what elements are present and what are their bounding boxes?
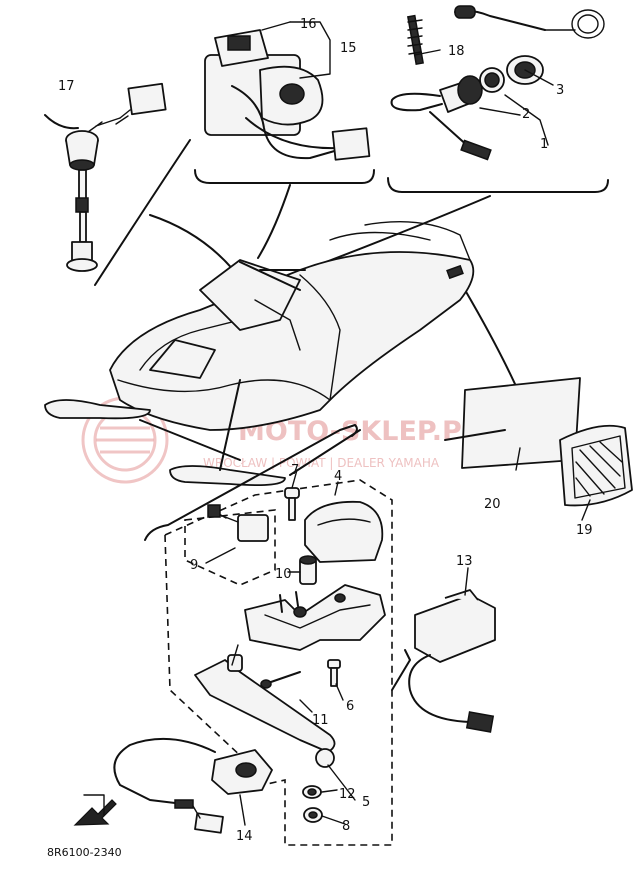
callout-16: 16: [300, 17, 317, 32]
callout-13: 13: [456, 554, 473, 569]
part-cover-4: [304, 500, 384, 563]
part-washer-8: [303, 807, 323, 823]
part-key-switch: [390, 5, 605, 161]
bracket-switch-group: [387, 177, 609, 193]
callout-leaders: [205, 21, 591, 826]
part-bolt-7: [284, 487, 300, 521]
callout-15: 15: [340, 41, 357, 56]
callout-10: 10: [275, 567, 292, 582]
part-lever-11: [194, 644, 336, 768]
snowmobile-body: [44, 221, 475, 487]
callout-2: 2: [522, 107, 530, 122]
bracket-cdi-group: [194, 169, 375, 184]
part-cdi-unit: [204, 29, 371, 161]
callout-12: 12: [339, 787, 356, 802]
callout-20: 20: [484, 497, 501, 512]
part-switch-9: [207, 504, 269, 542]
front-arrow-icon: [73, 794, 117, 826]
part-reflector: [444, 377, 633, 507]
watermark-subtext: WROCŁAW | POWIAT | DEALER YAMAHA: [203, 456, 440, 470]
part-lever-bracket: [244, 584, 386, 651]
part-main-switch: [44, 82, 167, 272]
part-screw: [260, 671, 301, 689]
callout-17: 17: [58, 79, 75, 94]
callout-18: 18: [448, 44, 465, 59]
diagram-code: 8R6100-2340: [47, 846, 122, 859]
callouts: 1 2 3 4 5 6 7 8 9 10 11 12 13 14 15 16 1…: [58, 17, 593, 844]
callout-9: 9: [190, 558, 198, 573]
callout-5: 5: [362, 795, 370, 810]
part-relay-13: [391, 589, 496, 733]
part-throttle-14: [113, 737, 273, 834]
callout-14: 14: [236, 829, 253, 844]
callout-6: 6: [346, 699, 354, 714]
callout-3: 3: [556, 83, 564, 98]
callout-1: 1: [540, 137, 548, 152]
part-nut-12: [302, 785, 322, 799]
callout-7: 7: [291, 463, 299, 478]
part-bolt-6: [327, 659, 341, 687]
callout-11: 11: [312, 713, 329, 728]
callout-8: 8: [342, 819, 350, 834]
callout-4: 4: [334, 469, 342, 484]
part-spacer-10: [299, 555, 317, 585]
callout-19: 19: [576, 523, 593, 538]
lever-group-frame: [144, 424, 393, 846]
